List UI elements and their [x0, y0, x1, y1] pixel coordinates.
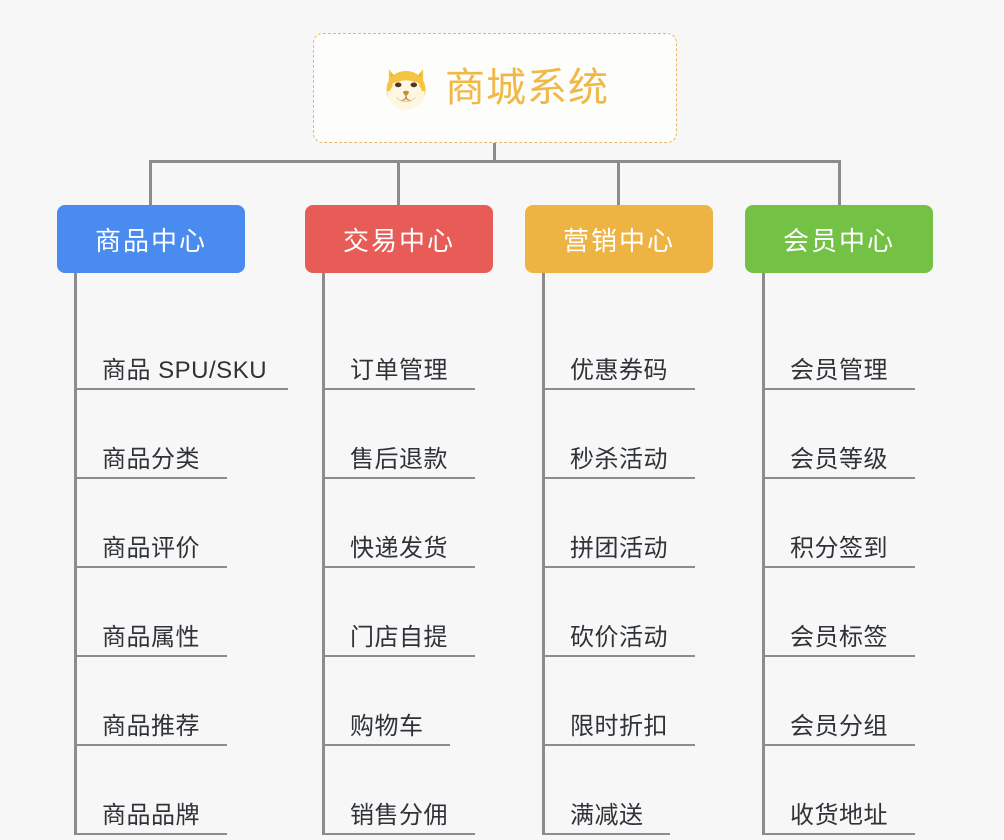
leaf-label: 商品 SPU/SKU: [102, 357, 268, 385]
leaf-label: 销售分佣: [350, 802, 448, 830]
list-item[interactable]: 积分签到: [762, 479, 977, 568]
leaf-label: 商品分类: [102, 446, 200, 474]
leaf-label: 订单管理: [350, 357, 448, 385]
connector-drop-4: [838, 160, 841, 205]
leaf-trunk: [322, 273, 325, 835]
leaf-label: 商品属性: [102, 624, 200, 652]
list-item[interactable]: 砍价活动: [542, 568, 757, 657]
leaf-trunk: [542, 273, 545, 835]
list-item[interactable]: 优惠券码: [542, 301, 757, 390]
list-item[interactable]: 满减送: [542, 746, 757, 835]
list-item[interactable]: 销售分佣: [322, 746, 537, 835]
category-label: 商品中心: [94, 225, 207, 256]
leaf-trunk: [74, 273, 77, 835]
list-item[interactable]: 拼团活动: [542, 479, 757, 568]
shiba-inu-face-icon: [386, 69, 426, 110]
connector-root-stem: [493, 143, 496, 161]
leaf-label: 会员分组: [790, 713, 888, 741]
list-item[interactable]: 限时折扣: [542, 657, 757, 746]
leaf-label: 收货地址: [790, 802, 888, 830]
leaf-label: 会员管理: [790, 357, 888, 385]
category-header-trade[interactable]: 交易中心: [305, 205, 493, 273]
category-label: 会员中心: [782, 225, 895, 256]
list-item[interactable]: 商品推荐: [74, 657, 289, 746]
list-item[interactable]: 商品 SPU/SKU: [74, 301, 289, 390]
category-column-member: 会员中心 会员管理 会员等级 积分签到 会员标签 会员分组 收货地址: [745, 205, 977, 835]
list-item[interactable]: 快递发货: [322, 479, 537, 568]
connector-drop-1: [149, 160, 152, 205]
list-item[interactable]: 商品属性: [74, 568, 289, 657]
category-column-marketing: 营销中心 优惠券码 秒杀活动 拼团活动 砍价活动 限时折扣 满减送: [525, 205, 757, 835]
leaf-label: 会员标签: [790, 624, 888, 652]
list-item[interactable]: 收货地址: [762, 746, 977, 835]
leaf-label: 拼团活动: [570, 535, 668, 563]
list-item[interactable]: 商品品牌: [74, 746, 289, 835]
leaf-label: 商品推荐: [102, 713, 200, 741]
leaf-list-member: 会员管理 会员等级 积分签到 会员标签 会员分组 收货地址: [745, 273, 977, 835]
category-header-member[interactable]: 会员中心: [745, 205, 933, 273]
root-node[interactable]: 商城系统: [313, 33, 677, 143]
list-item[interactable]: 会员管理: [762, 301, 977, 390]
list-item[interactable]: 商品评价: [74, 479, 289, 568]
list-item[interactable]: 购物车: [322, 657, 537, 746]
category-column-trade: 交易中心 订单管理 售后退款 快递发货 门店自提 购物车 销售分佣: [305, 205, 537, 835]
leaf-label: 秒杀活动: [570, 446, 668, 474]
leaf-trunk: [762, 273, 765, 835]
leaf-label: 积分签到: [790, 535, 888, 563]
list-item[interactable]: 会员标签: [762, 568, 977, 657]
list-item[interactable]: 订单管理: [322, 301, 537, 390]
category-header-product[interactable]: 商品中心: [57, 205, 245, 273]
list-item[interactable]: 秒杀活动: [542, 390, 757, 479]
list-item[interactable]: 售后退款: [322, 390, 537, 479]
leaf-list-marketing: 优惠券码 秒杀活动 拼团活动 砍价活动 限时折扣 满减送: [525, 273, 757, 835]
leaf-label: 售后退款: [350, 446, 448, 474]
leaf-label: 购物车: [350, 713, 424, 741]
leaf-list-trade: 订单管理 售后退款 快递发货 门店自提 购物车 销售分佣: [305, 273, 537, 835]
category-label: 交易中心: [342, 225, 455, 256]
leaf-label: 商品评价: [102, 535, 200, 563]
category-column-product: 商品中心 商品 SPU/SKU 商品分类 商品评价 商品属性 商品推荐 商品品牌: [57, 205, 289, 835]
leaf-label: 商品品牌: [102, 802, 200, 830]
connector-horizontal-bus: [149, 160, 841, 163]
connector-drop-3: [617, 160, 620, 205]
connector-drop-2: [397, 160, 400, 205]
leaf-label: 快递发货: [350, 535, 448, 563]
leaf-list-product: 商品 SPU/SKU 商品分类 商品评价 商品属性 商品推荐 商品品牌: [57, 273, 289, 835]
list-item[interactable]: 会员等级: [762, 390, 977, 479]
list-item[interactable]: 商品分类: [74, 390, 289, 479]
category-label: 营销中心: [562, 225, 675, 256]
leaf-label: 优惠券码: [570, 357, 668, 385]
category-header-marketing[interactable]: 营销中心: [525, 205, 713, 273]
leaf-label: 砍价活动: [570, 624, 668, 652]
leaf-label: 门店自提: [350, 624, 448, 652]
root-title: 商城系统: [445, 66, 609, 110]
leaf-label: 限时折扣: [570, 713, 668, 741]
leaf-label: 满减送: [570, 802, 644, 830]
list-item[interactable]: 门店自提: [322, 568, 537, 657]
leaf-label: 会员等级: [790, 446, 888, 474]
list-item[interactable]: 会员分组: [762, 657, 977, 746]
